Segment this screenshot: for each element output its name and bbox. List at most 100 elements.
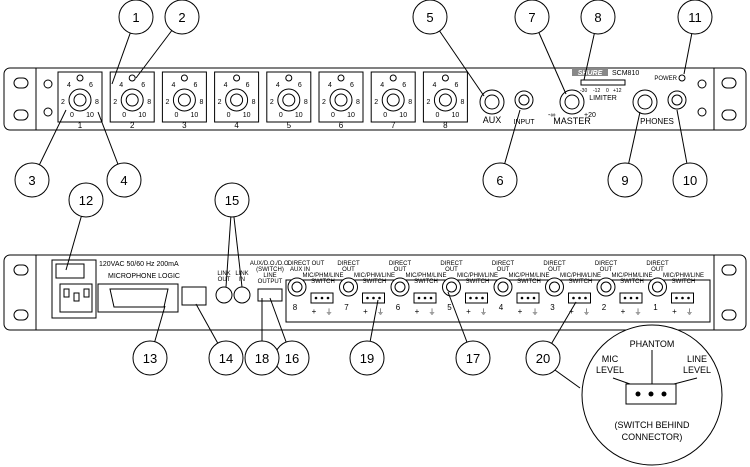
gain-knob-cap [438, 93, 452, 107]
gain-scale-label: 0 [122, 112, 126, 119]
aux-label: AUX [483, 115, 502, 125]
gain-knob-cap [386, 93, 400, 107]
gain-scale-label: 4 [67, 82, 71, 89]
master-label: MASTER [553, 116, 591, 126]
channel-number: 7 [391, 121, 396, 130]
gain-scale-label: 8 [356, 99, 360, 106]
power-rating: 120VAC 50/60 Hz 200mA [99, 261, 179, 268]
gain-knob-cap [125, 93, 139, 107]
gain-knob-cap [177, 93, 191, 107]
callout-circle [132, 340, 168, 376]
callout-circle [412, 0, 448, 35]
callout-number: 4 [120, 173, 127, 188]
callout-number: 16 [285, 351, 299, 366]
channel-number: 1 [78, 121, 83, 130]
plus-label: + [466, 307, 471, 316]
gain-scale-label: 6 [350, 82, 354, 89]
callout-circle [118, 0, 154, 35]
link-in-jack[interactable] [233, 286, 251, 304]
gain-scale-label: 0 [70, 112, 74, 119]
master-max: +20 [584, 112, 596, 119]
switch-label: SWITCH [311, 279, 335, 285]
link-in-label: LINK [235, 271, 248, 277]
gain-scale-label: 6 [89, 82, 93, 89]
limiter-scale: -30 [580, 88, 587, 94]
switch-detail-inset: PHANTOM MIC LEVEL LINE LEVEL (SWITCH BEH… [547, 324, 723, 466]
switch-label: SWITCH [517, 279, 541, 285]
callout-number: 13 [143, 351, 157, 366]
gain-scale-label: 8 [252, 99, 256, 106]
direct-out-label: DIRECT [440, 261, 463, 267]
rack-ear-slot [13, 77, 29, 89]
callout-number: 3 [28, 173, 35, 188]
callout-circle [672, 162, 708, 198]
ground-icon: ⏚ [480, 308, 487, 316]
callout-circle [482, 162, 518, 198]
link-out-label: OUT [218, 277, 231, 283]
screw-icon [697, 107, 707, 117]
db25-logic-connector[interactable] [109, 288, 169, 308]
limiter-meter [580, 79, 626, 86]
direct-out-label: DIRECT [543, 261, 566, 267]
link-out-jack[interactable] [215, 286, 233, 304]
direct-out-label: DIRECT [389, 261, 412, 267]
gain-scale-label: 2 [218, 99, 222, 106]
screw-icon [43, 79, 53, 89]
gain-knob-cap [73, 93, 87, 107]
model-label: SCM810 [612, 70, 639, 77]
switch-label: SWITCH [414, 279, 438, 285]
switch-label: MIC/PHM/LINE [457, 273, 498, 279]
callout-number: 1 [132, 10, 139, 25]
channel-led [337, 74, 345, 82]
gain-scale-label: 2 [113, 99, 117, 106]
gain-scale-label: 10 [295, 112, 303, 119]
callout-number: 2 [178, 10, 185, 25]
plus-label: + [569, 307, 574, 316]
switch-label: SWITCH [672, 279, 696, 285]
channel-number: 2 [130, 121, 135, 130]
callout-number: 7 [528, 10, 535, 25]
callout-number: 19 [360, 351, 374, 366]
rear-panel: 120VAC 50/60 Hz 200mA MICROPHONE LOGIC L… [3, 254, 747, 331]
ground-icon: ⏚ [583, 308, 590, 316]
rack-ear-slot [13, 109, 29, 121]
switch-label: MIC/PHM/LINE [354, 273, 395, 279]
direct-out-label: OUT [342, 267, 355, 273]
channel-led [285, 74, 293, 82]
line-level-label: LINE [687, 354, 707, 364]
callout-number: 11 [688, 10, 702, 25]
ground-icon: ⏚ [429, 308, 436, 316]
phones-label: PHONES [640, 117, 674, 126]
fuse-holder [55, 263, 85, 279]
callout-circle [607, 162, 643, 198]
gain-scale-label: 4 [276, 82, 280, 89]
callout-circle [208, 340, 244, 376]
channel-number: 5 [447, 303, 452, 312]
gain-scale-label: 0 [435, 112, 439, 119]
gain-scale-label: 8 [304, 99, 308, 106]
plus-label: + [363, 307, 368, 316]
input-label: INPUT [514, 119, 536, 126]
gain-scale-label: 8 [408, 99, 412, 106]
callout-circle [514, 0, 550, 35]
line-level-label: LEVEL [683, 365, 711, 375]
gain-scale-label: 10 [243, 112, 251, 119]
dip-switch[interactable] [181, 286, 207, 306]
channel-led [128, 74, 136, 82]
channel-led [233, 74, 241, 82]
line-output-connector[interactable] [257, 288, 283, 302]
switch-label: SWITCH [466, 279, 490, 285]
callout-circle [349, 340, 385, 376]
channel-led [441, 74, 449, 82]
channel-number: 4 [234, 121, 239, 130]
gain-scale-label: 10 [86, 112, 94, 119]
callout-circle [677, 0, 713, 35]
callout-circle [106, 162, 142, 198]
screw-icon [43, 107, 53, 117]
switch-label: MIC/PHM/LINE [663, 273, 704, 279]
channel-number: 3 [182, 121, 187, 130]
brand-logo-text: SHURE [578, 70, 603, 77]
channel-number: 3 [550, 303, 555, 312]
plus-label: + [518, 307, 523, 316]
switch-label: MIC/PHM/LINE [302, 273, 343, 279]
